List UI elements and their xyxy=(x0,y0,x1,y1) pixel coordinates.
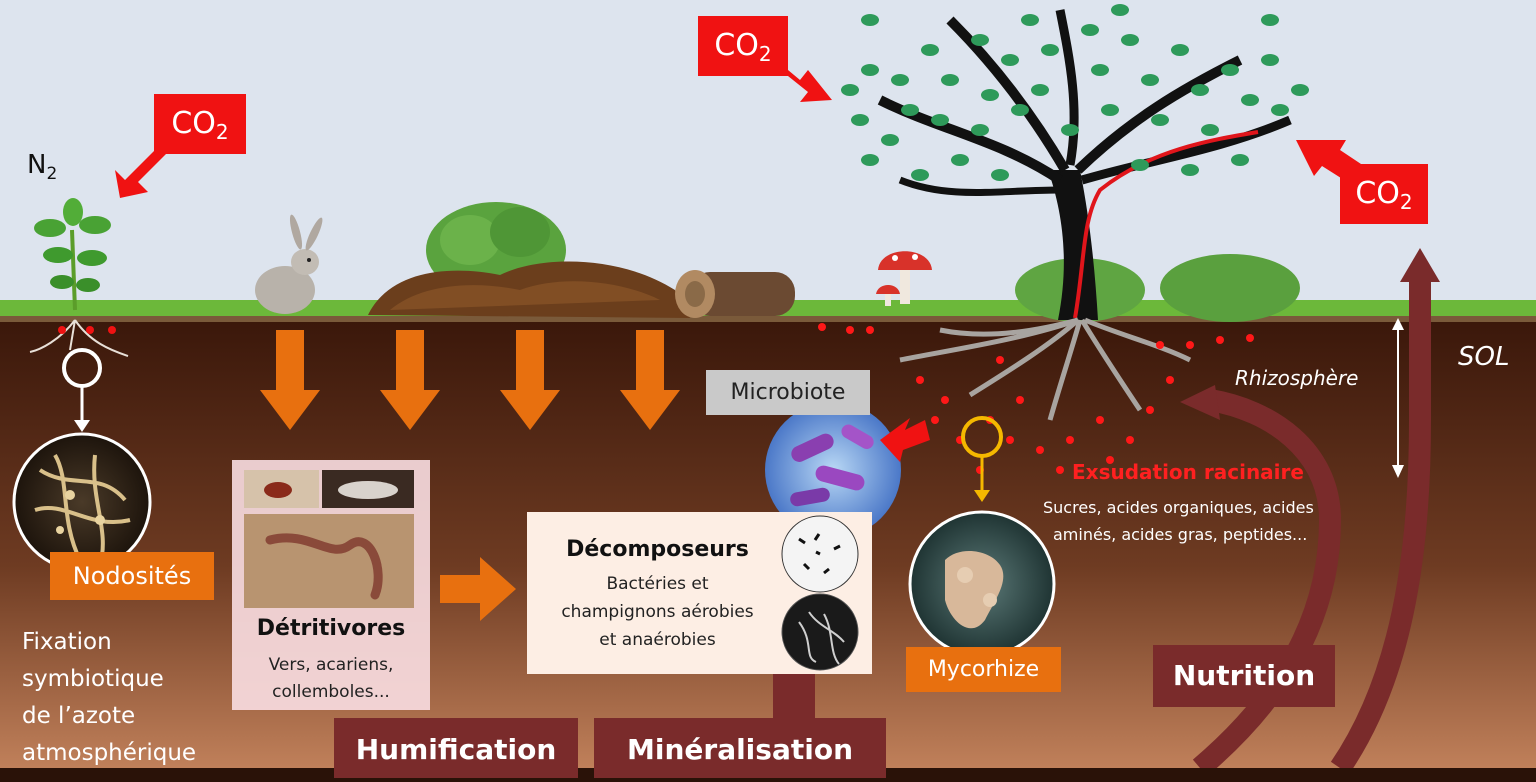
co2-label-right: CO2 xyxy=(1340,164,1428,224)
microbiote-label: Microbiote xyxy=(706,370,870,415)
co2-subscript: 2 xyxy=(758,42,772,66)
fixation-line: symbiotique xyxy=(22,666,164,692)
detritivores-to-decomposeurs-arrow xyxy=(440,557,516,621)
co2-arrow-left-icon xyxy=(115,150,185,198)
co2-text: CO xyxy=(171,106,216,141)
exsudation-line: Sucres, acides organiques, acides xyxy=(1043,498,1314,517)
tree xyxy=(877,9,1292,320)
mycorhize-label: Mycorhize xyxy=(906,647,1061,692)
co2-label-tree: CO2 xyxy=(698,16,788,76)
decomposeurs-line: champignons aérobies xyxy=(561,602,754,622)
tree-foliage xyxy=(841,4,1309,181)
detritivores-title: Détritivores xyxy=(256,616,406,641)
detritivores-line: Vers, acariens, xyxy=(268,655,394,675)
decomposeurs-title: Décomposeurs xyxy=(566,537,749,562)
rhizosphere-double-arrow xyxy=(1392,318,1404,478)
exudate-dots xyxy=(818,323,1254,474)
microbiote-photo xyxy=(765,402,901,538)
co2-label-left: CO2 xyxy=(154,94,246,154)
sol-label: SOL xyxy=(1458,342,1510,372)
co2-subscript: 2 xyxy=(1399,190,1413,214)
co2-text: CO xyxy=(1355,176,1400,211)
leaf-litter xyxy=(368,261,690,318)
nutrition-arrow-head-2 xyxy=(1400,248,1440,282)
decomposeurs-line: et anaérobies xyxy=(599,630,716,650)
fixation-line: de l’azote xyxy=(22,703,136,729)
n2-label: N2 xyxy=(27,150,57,184)
log xyxy=(675,270,795,318)
detritivores-line: collemboles... xyxy=(272,682,390,702)
exsudation-description: Sucres, acides organiques, acides aminés… xyxy=(1043,494,1314,548)
mushrooms xyxy=(876,251,932,306)
tree-roots xyxy=(899,317,1192,421)
nodosites-photo xyxy=(12,432,152,572)
decomposeurs-photo-frame xyxy=(781,515,859,671)
nutrition-label: Nutrition xyxy=(1153,645,1335,707)
mycorhize-photo xyxy=(908,510,1056,658)
decomposeurs-line: Bactéries et xyxy=(606,574,709,594)
co2-text: CO xyxy=(714,28,759,63)
n2-subscript: 2 xyxy=(46,164,58,185)
organic-matter-arrows xyxy=(260,330,680,430)
rhizosphere-label: Rhizosphère xyxy=(1235,366,1359,390)
co2-subscript: 2 xyxy=(215,120,229,144)
mineralisation-label: Minéralisation xyxy=(594,718,886,778)
exsudation-line: aminés, acides gras, peptides... xyxy=(1053,525,1308,544)
nodosites-label: Nodosités xyxy=(50,552,214,600)
humification-label: Humification xyxy=(334,718,578,778)
nutrition-arrow-head-1 xyxy=(1180,385,1220,420)
n2-text: N xyxy=(27,150,47,180)
mineralisation-connector xyxy=(773,674,815,719)
legume-plant xyxy=(29,198,129,357)
fixation-description: Fixation symbiotique de l’azote atmosphé… xyxy=(22,624,196,772)
nodosites-magnifier-icon xyxy=(62,348,102,432)
fixation-line: atmosphérique xyxy=(22,740,197,766)
decomposeurs-description: Bactéries et champignons aérobies et ana… xyxy=(535,570,780,654)
co2-arrow-tree-icon xyxy=(770,55,832,102)
fixation-line: Fixation xyxy=(22,629,112,655)
exsudation-title: Exsudation racinaire xyxy=(1072,460,1304,484)
detritivores-description: Vers, acariens, collemboles... xyxy=(232,652,430,706)
mycorhize-magnifier-icon xyxy=(961,416,1003,502)
exudates-to-microbiote-arrow xyxy=(880,418,930,462)
detritivores-photo-frame xyxy=(244,470,414,608)
rabbit xyxy=(255,214,323,314)
